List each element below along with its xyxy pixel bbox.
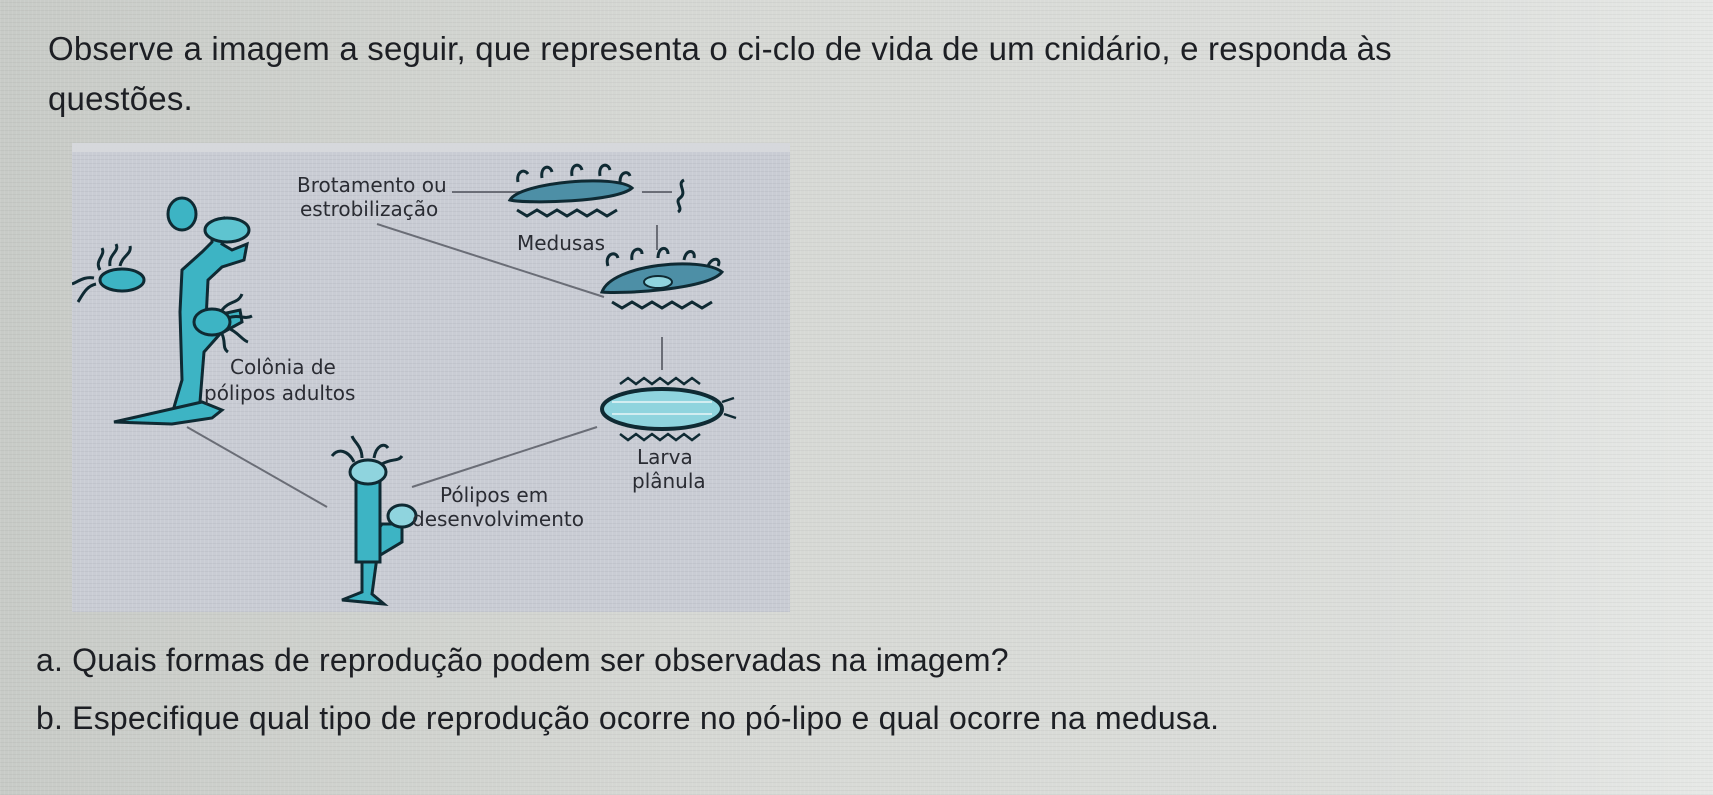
label-brotamento-line1: Brotamento ou xyxy=(297,173,447,197)
colony-polyp-left xyxy=(98,267,146,293)
label-brotamento-line2: estrobilização xyxy=(300,197,438,221)
budding-medusa-bell xyxy=(507,179,635,204)
adult-polyp-colony xyxy=(72,196,253,426)
label-polipos-line2: desenvolvimento xyxy=(412,507,584,531)
developing-polyp-tentacles xyxy=(330,435,404,466)
label-colonia-line2: pólipos adultos xyxy=(204,381,355,405)
colony-bud-right xyxy=(203,216,251,244)
question-a: a. Quais formas de reprodução podem ser … xyxy=(36,642,1009,678)
larva-body xyxy=(600,387,724,431)
label-larva-line1: Larva xyxy=(637,445,693,469)
budding-medusa-fringe xyxy=(516,208,618,218)
colony-bud-top xyxy=(166,196,198,232)
figure-top-strip xyxy=(72,143,790,153)
label-colonia-line1: Colônia de xyxy=(230,355,336,379)
tiny-medusa xyxy=(676,178,685,214)
larva-cilia-bottom xyxy=(619,432,701,442)
label-polipos-line1: Pólipos em xyxy=(440,483,548,507)
larva-texture xyxy=(612,401,712,415)
developing-polyp-head xyxy=(348,458,388,486)
free-medusa-mouth xyxy=(643,275,673,289)
developing-polyp xyxy=(330,435,418,606)
planula-larva xyxy=(600,376,737,442)
colony-tentacles-right xyxy=(220,293,253,354)
free-medusa-tentacles-top xyxy=(605,247,721,267)
connector-colony-to-medusa xyxy=(376,223,605,298)
budding-medusa-tentacles xyxy=(516,163,632,183)
colony-polyp-right xyxy=(192,307,232,337)
life-cycle-illustration: Brotamento ou estrobilização Medusas Col… xyxy=(72,163,737,606)
developing-polyp-stalk xyxy=(341,522,404,606)
label-medusas: Medusas xyxy=(517,231,605,255)
cnidarian-life-cycle-figure: Brotamento ou estrobilização Medusas Col… xyxy=(72,152,790,612)
intro-line-1: Observe a imagem a seguir, que represent… xyxy=(48,30,1392,67)
colony-tentacles-left xyxy=(72,243,132,303)
intro-paragraph: Observe a imagem a seguir, que represent… xyxy=(48,24,1713,124)
free-medusa-fringe xyxy=(611,300,713,310)
intro-line-2: questões. xyxy=(48,80,193,117)
budding-medusa xyxy=(507,163,685,218)
developing-polyp-bud xyxy=(386,503,418,529)
larva-cilia-top xyxy=(619,376,701,386)
label-larva-line2: plânula xyxy=(632,469,706,493)
free-medusa xyxy=(599,247,725,310)
connector-developing-polyp-to-larva xyxy=(411,426,598,488)
colony-base xyxy=(113,400,225,426)
connector-colony-to-developing-polyp xyxy=(186,426,328,508)
larva-cilia-tip xyxy=(721,396,737,420)
question-b: b. Especifique qual tipo de reprodução o… xyxy=(36,700,1220,736)
